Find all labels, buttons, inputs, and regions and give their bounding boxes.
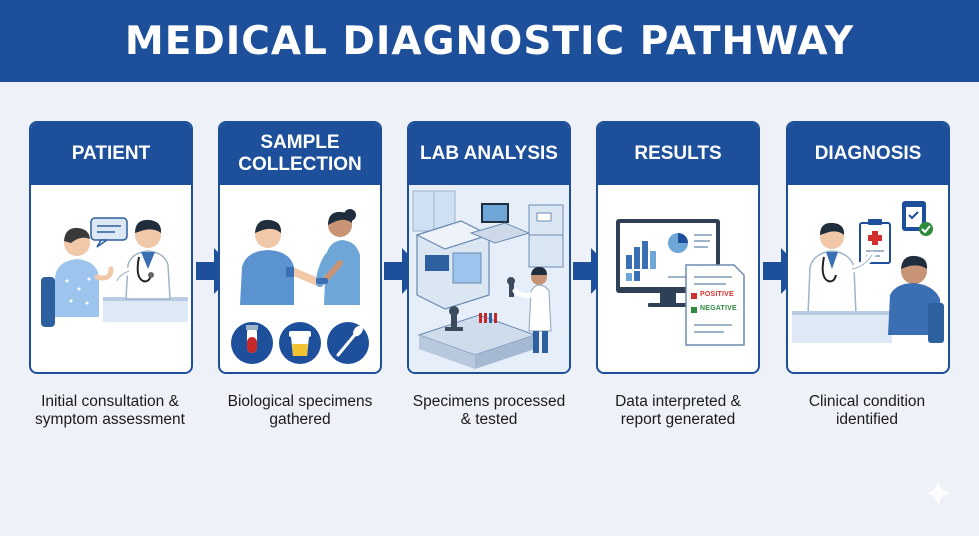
step-caption: Data interpreted & report generated (578, 393, 778, 429)
caption-line: identified (835, 411, 899, 428)
step-caption: Specimens processed & tested (389, 393, 589, 429)
patient-illustration (31, 185, 191, 372)
flow-arrow (196, 248, 236, 294)
flow-arrow (763, 248, 803, 294)
step-card-diagnosis: DIAGNOSIS (786, 121, 950, 374)
step-caption: Clinical condition identified (767, 393, 967, 429)
step-caption: Biological specimens gathered (200, 393, 400, 429)
page-title: MEDICAL DIAGNOSTIC PATHWAY (124, 18, 855, 64)
results-illustration: POSITIVE NEGATIVE (598, 185, 758, 372)
diagnosis-illustration (788, 185, 948, 372)
caption-line: & tested (460, 411, 518, 428)
medical-chart-icon (859, 219, 891, 264)
step-card-patient: PATIENT (29, 121, 193, 374)
blood-tube-icon (231, 322, 273, 364)
caption-line: Specimens processed (412, 393, 566, 410)
step-header: RESULTS (598, 123, 758, 185)
step-header: LAB ANALYSIS (409, 123, 569, 185)
step-header: SAMPLE COLLECTION (220, 123, 380, 185)
caption-line: Biological specimens (227, 393, 373, 410)
checklist-icon (902, 201, 933, 236)
caption-line: report generated (620, 411, 736, 428)
caption-line: gathered (269, 411, 331, 428)
caption-line: Initial consultation & (41, 393, 179, 410)
caption-line: symptom assessment (35, 411, 185, 428)
step-caption: Initial consultation & symptom assessmen… (10, 393, 210, 429)
step-card-sample-collection: SAMPLE COLLECTION (218, 121, 382, 374)
flow-arrow (384, 248, 424, 294)
caption-line: Data interpreted & (615, 393, 741, 410)
report-positive-label: POSITIVE (700, 291, 734, 298)
urine-cup-icon (279, 322, 321, 364)
step-card-lab-analysis: LAB ANALYSIS (407, 121, 571, 374)
sparkle-icon (926, 481, 950, 505)
swab-icon (327, 322, 369, 364)
report-negative-label: NEGATIVE (700, 305, 737, 312)
step-header: PATIENT (31, 123, 191, 185)
caption-line: Clinical condition (808, 393, 926, 410)
lab-analysis-illustration (409, 185, 569, 372)
flow-arrow (573, 248, 613, 294)
title-banner: MEDICAL DIAGNOSTIC PATHWAY (0, 0, 979, 82)
step-card-results: RESULTS (596, 121, 760, 374)
step-header: DIAGNOSIS (788, 123, 948, 185)
sample-collection-illustration (220, 185, 380, 372)
